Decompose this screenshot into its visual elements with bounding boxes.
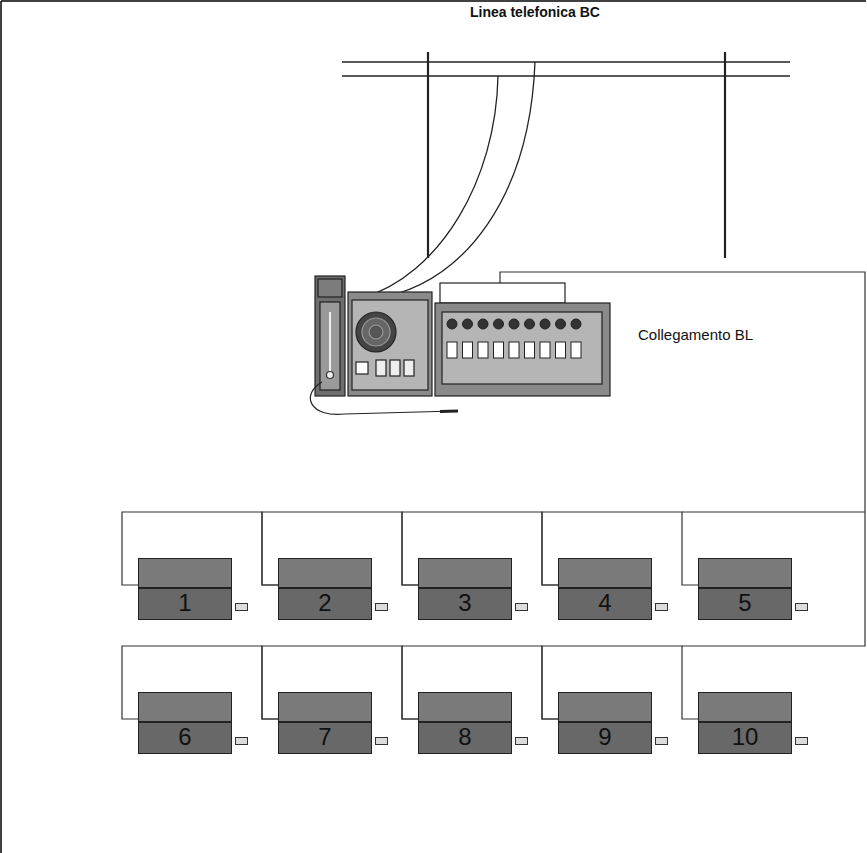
- connector-nub: [795, 603, 808, 611]
- box-lid: [139, 559, 231, 589]
- switch: [463, 342, 473, 358]
- box-number: 5: [699, 559, 791, 617]
- led: [494, 319, 504, 329]
- led: [509, 319, 519, 329]
- device-box: 1: [138, 558, 232, 620]
- box-number: 8: [419, 693, 511, 751]
- connector-nub: [515, 603, 528, 611]
- device-box: 5: [698, 558, 792, 620]
- box-lid: [279, 559, 371, 589]
- frame-line: [0, 1, 2, 853]
- device-box: 8: [418, 692, 512, 754]
- switch: [478, 342, 488, 358]
- device-box: 10: [698, 692, 792, 754]
- box-number: 4: [559, 559, 651, 617]
- device-box: 3: [418, 558, 512, 620]
- connector-nub: [375, 737, 388, 745]
- device-box: 9: [558, 692, 652, 754]
- probe-tip: [440, 410, 458, 414]
- led: [540, 319, 550, 329]
- switch: [556, 342, 566, 358]
- connector-nub: [235, 603, 248, 611]
- device-box: 7: [278, 692, 372, 754]
- box-lid: [419, 693, 511, 723]
- connector-nub: [655, 737, 668, 745]
- box-number: 2: [279, 559, 371, 617]
- device-box: 2: [278, 558, 372, 620]
- box-number: 1: [139, 559, 231, 617]
- box-number: 7: [279, 693, 371, 751]
- led: [478, 319, 488, 329]
- label: Collegamento BL: [638, 326, 753, 343]
- connector-nub: [655, 603, 668, 611]
- box-number: 10: [699, 693, 791, 751]
- label: Linea telefonica BC: [470, 4, 600, 20]
- switch: [571, 342, 581, 358]
- connector-nub: [795, 737, 808, 745]
- switch: [540, 342, 550, 358]
- box-lid: [279, 693, 371, 723]
- telephone-line: [342, 52, 790, 300]
- led-row: [447, 319, 581, 358]
- box-lid: [559, 559, 651, 589]
- led: [571, 319, 581, 329]
- switch: [494, 342, 504, 358]
- device-box: 6: [138, 692, 232, 754]
- switch: [525, 342, 535, 358]
- led: [463, 319, 473, 329]
- probe-cable: [310, 382, 455, 414]
- switch: [509, 342, 519, 358]
- device-box: 4: [558, 558, 652, 620]
- box-lid: [419, 559, 511, 589]
- box-lid: [699, 693, 791, 723]
- switch: [447, 342, 457, 358]
- frame-line: [1, 0, 866, 2]
- led: [556, 319, 566, 329]
- led: [525, 319, 535, 329]
- led: [447, 319, 457, 329]
- connector-nub: [235, 737, 248, 745]
- control-unit: [315, 276, 610, 396]
- box-lid: [699, 559, 791, 589]
- box-number: 3: [419, 559, 511, 617]
- box-number: 6: [139, 693, 231, 751]
- box-lid: [139, 693, 231, 723]
- connector-nub: [515, 737, 528, 745]
- box-lid: [559, 693, 651, 723]
- box-number: 9: [559, 693, 651, 751]
- connector-nub: [375, 603, 388, 611]
